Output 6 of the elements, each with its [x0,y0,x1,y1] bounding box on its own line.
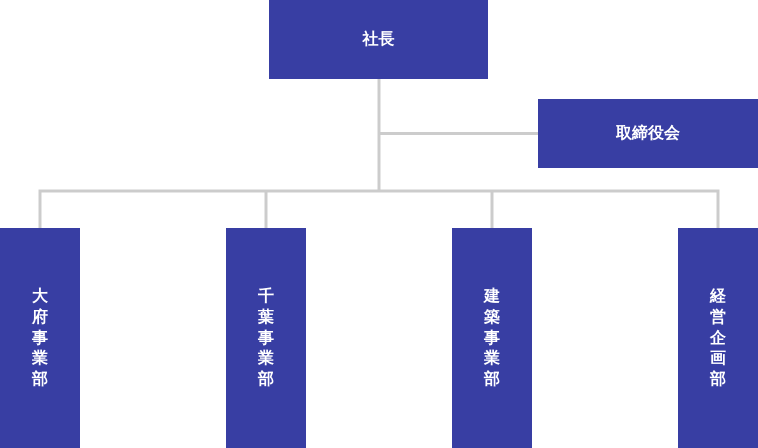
department-box: 社長 [269,0,488,79]
department-box: 大府事業部 [0,228,80,448]
department-box: 取締役会 [538,99,758,168]
department-box: 千葉事業部 [226,228,306,448]
department-box: 建築事業部 [452,228,532,448]
department-box: 経営企画部 [678,228,758,448]
